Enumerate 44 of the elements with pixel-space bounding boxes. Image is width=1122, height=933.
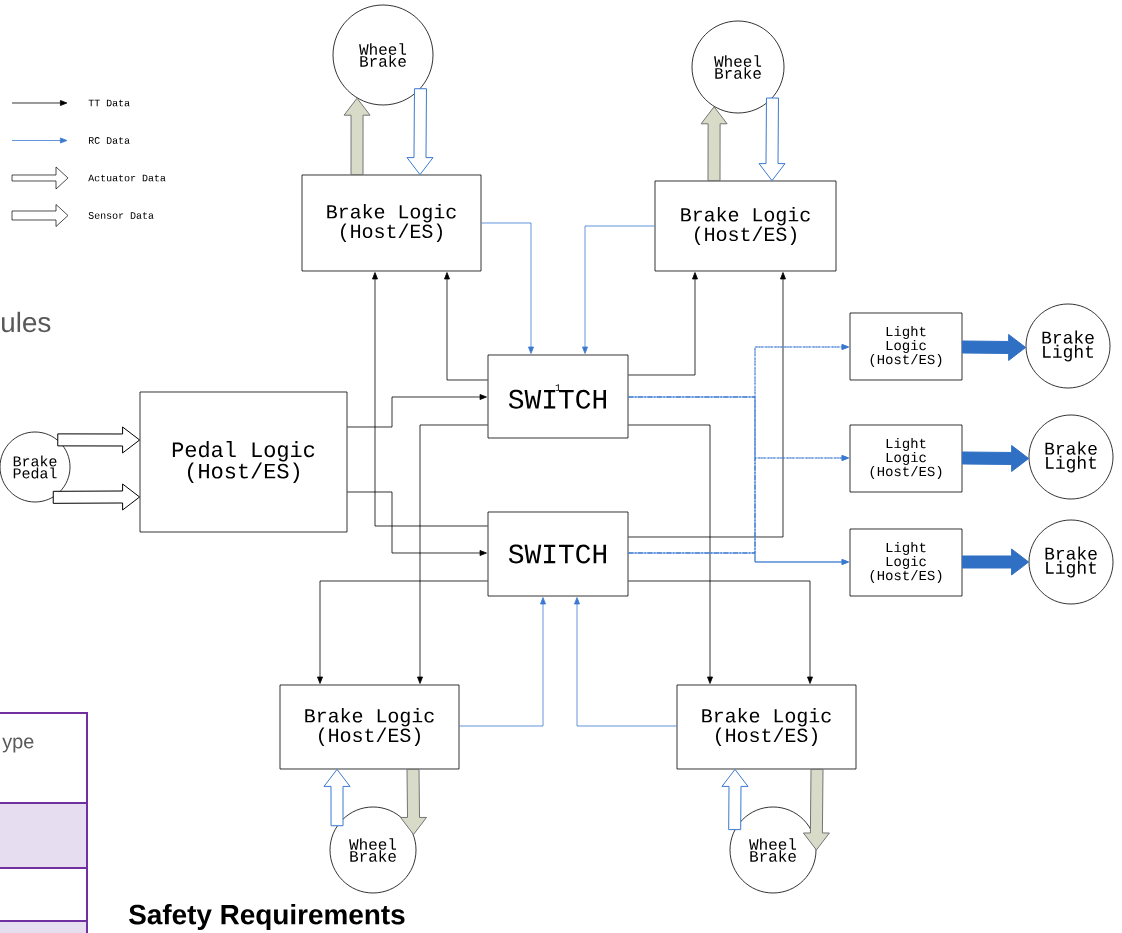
block-arrow: [343, 97, 371, 176]
arrow: [628, 272, 786, 538]
switch-box: SWITCH: [487, 511, 629, 597]
arrow: [628, 552, 849, 565]
logic-box: Brake Logic (Host/ES): [676, 684, 857, 770]
arrow: [574, 597, 677, 727]
block-arrow: [406, 88, 434, 176]
arrow: [481, 222, 534, 354]
block-arrow: [721, 768, 749, 831]
arrow: [347, 394, 487, 428]
arrow: [628, 424, 713, 684]
arrow: [444, 272, 488, 381]
block-arrow: [802, 768, 830, 851]
logic-box: Light Logic (Host/ES): [849, 528, 963, 597]
block-arrow: [52, 483, 141, 511]
arrow: [347, 491, 487, 556]
logic-box: Light Logic (Host/ES): [849, 424, 963, 493]
block-arrow: [323, 768, 351, 827]
switch-box: 1 SWITCH: [487, 354, 629, 439]
legend-text: Actuator Data: [88, 174, 166, 182]
table-header-text: ype: [2, 737, 34, 753]
arrow: [459, 597, 546, 727]
arrow: [372, 272, 488, 527]
logic-box: Brake Logic (Host/ES): [301, 174, 482, 272]
block-arrow: [400, 768, 428, 835]
block-arrow: [961, 334, 1027, 361]
logic-box: Brake Logic (Host/ES): [279, 684, 460, 770]
block-arrow: [57, 426, 141, 454]
legend-text: RC Data: [89, 137, 130, 144]
block-arrow: [700, 106, 728, 182]
arrow: [317, 580, 488, 684]
block-arrow: [961, 548, 1030, 576]
heading-fragment: ules: [2, 311, 51, 333]
legend-text: Sensor Data: [88, 212, 154, 219]
logic-box: Pedal Logic (Host/ES): [139, 391, 348, 533]
arrow: [628, 580, 813, 684]
logic-box: Brake Logic (Host/ES): [654, 180, 837, 272]
legend-text: TT Data: [88, 99, 130, 107]
arrow: [417, 424, 488, 684]
block-arrow: [758, 97, 786, 182]
arrow: [582, 225, 655, 354]
arrow: [628, 272, 698, 376]
block-arrow: [961, 445, 1030, 472]
logic-box: Light Logic (Host/ES): [849, 312, 963, 381]
